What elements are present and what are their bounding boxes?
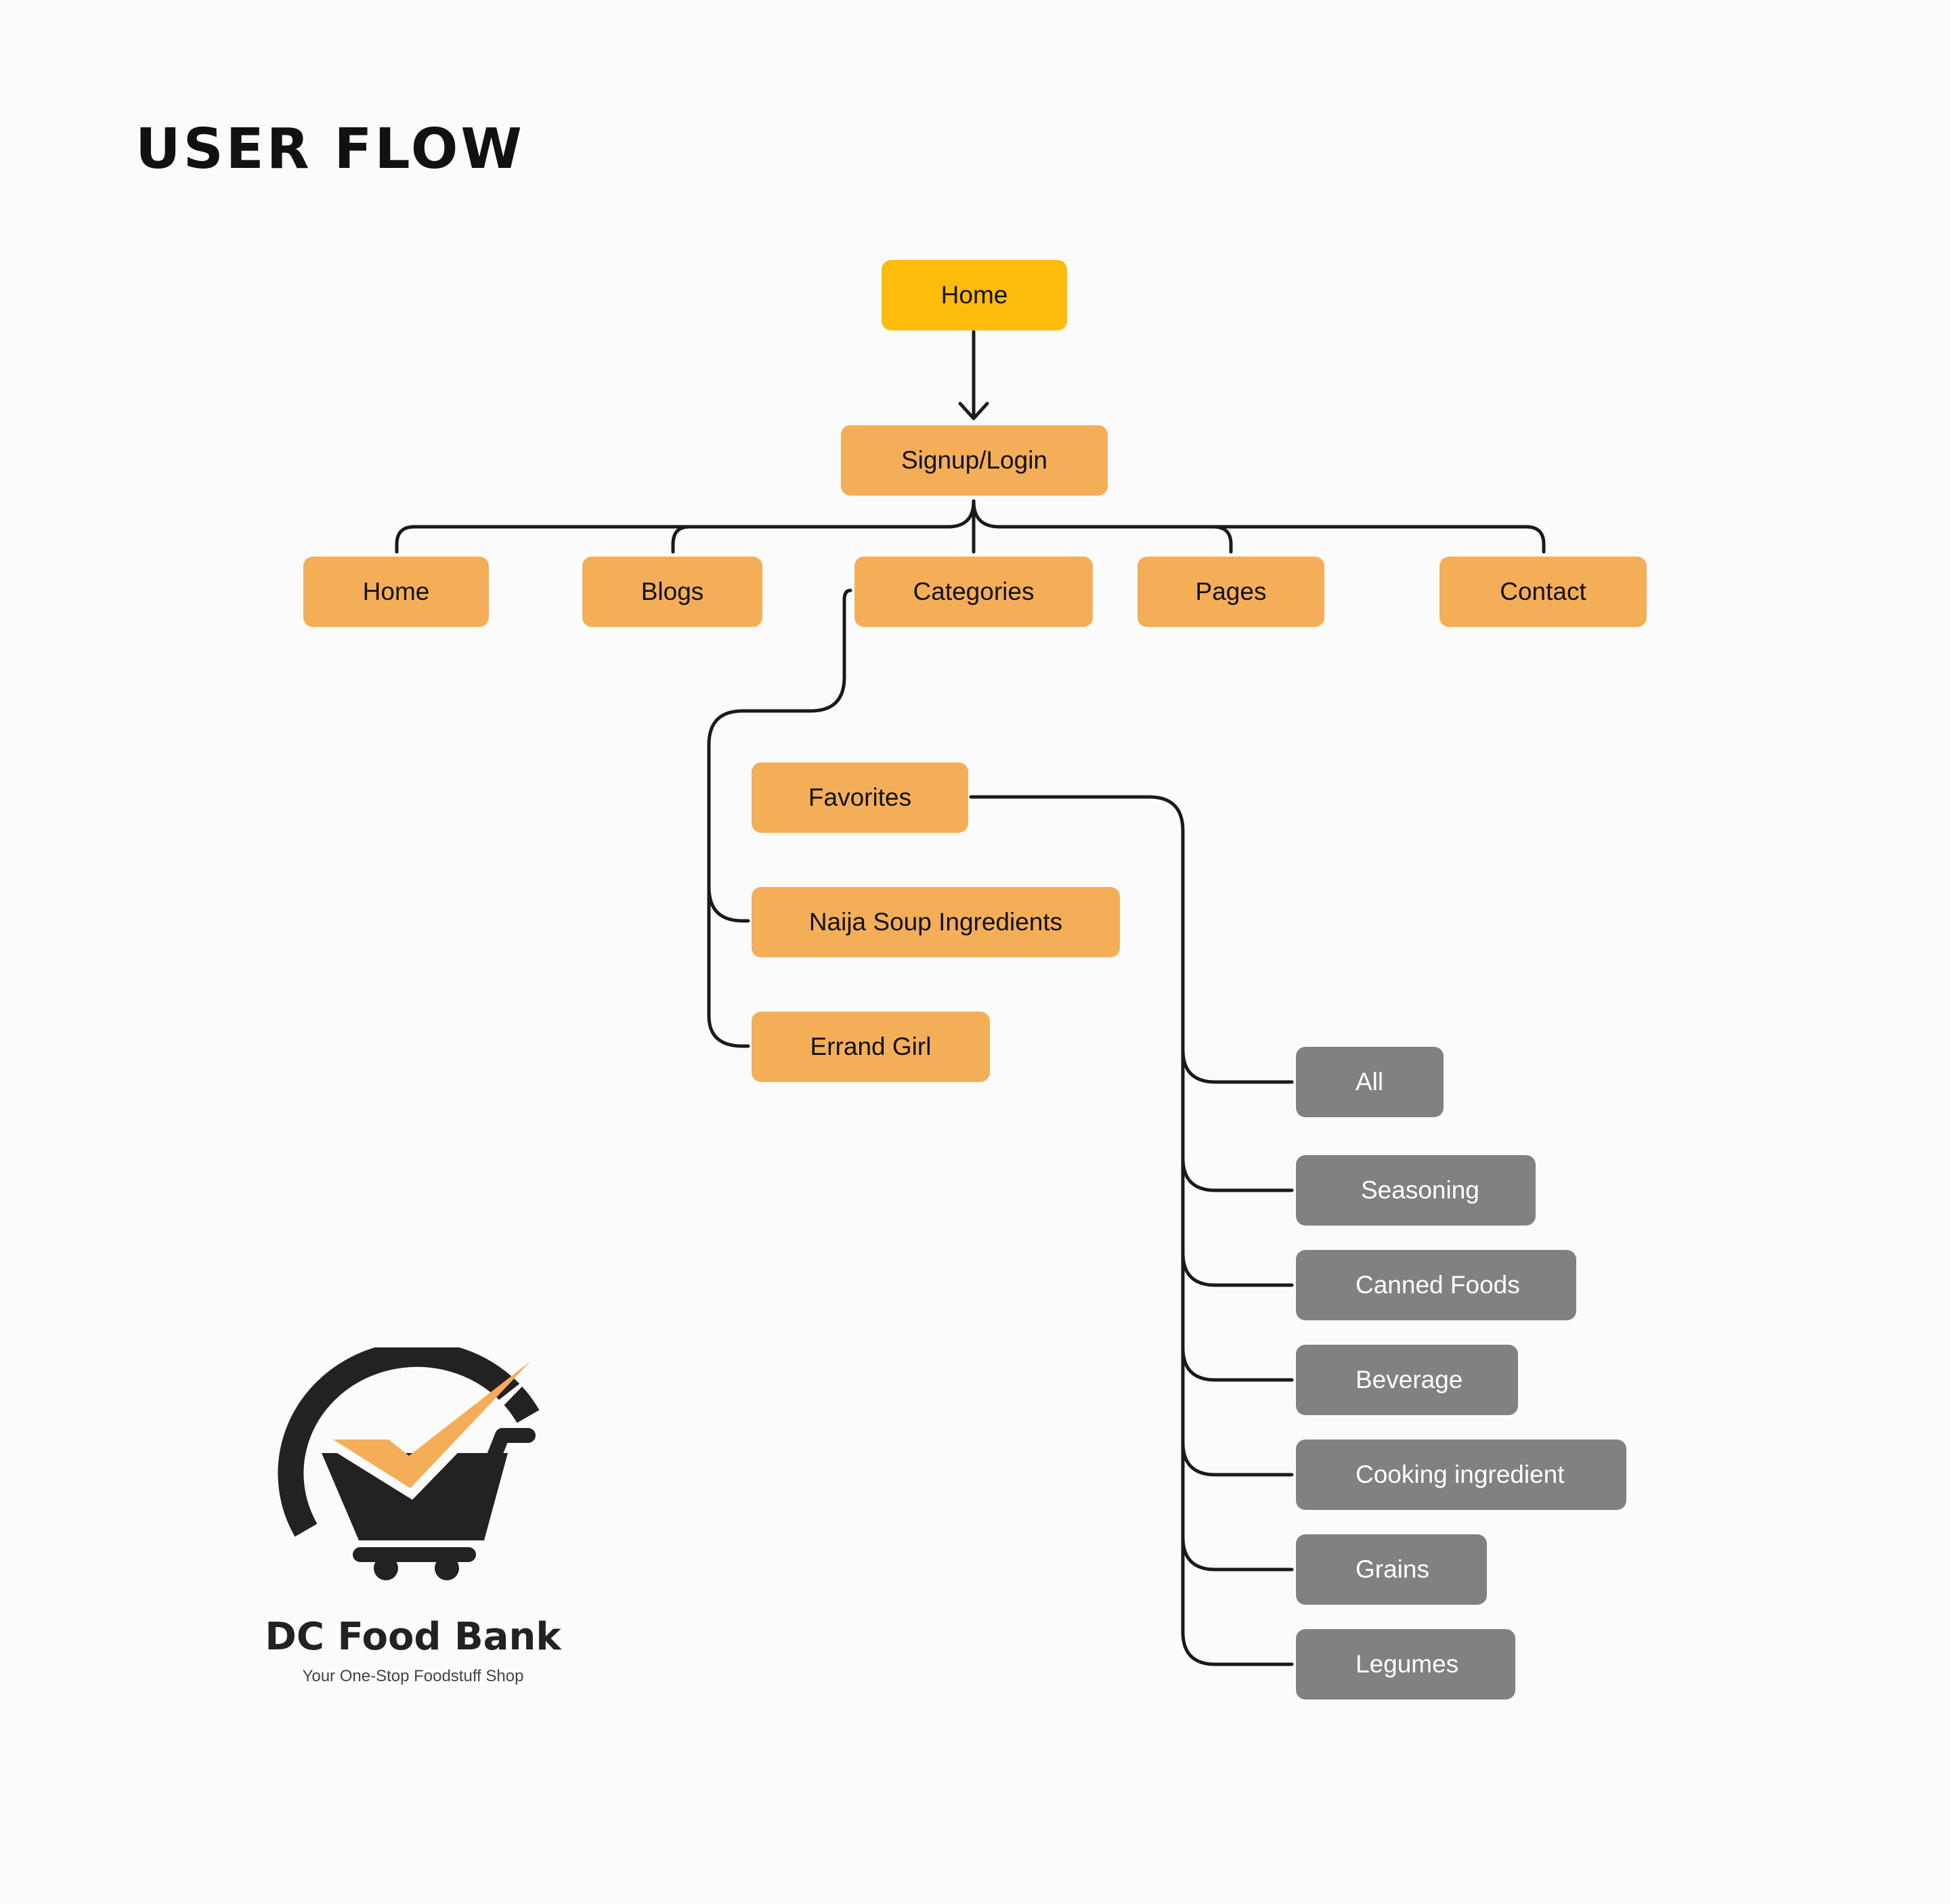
brand-name: DC Food Bank	[265, 1615, 561, 1659]
leaf-legumes-node[interactable]: Legumes	[1296, 1629, 1515, 1700]
favorites-node[interactable]: Favorites	[752, 762, 968, 833]
nav-blogs-node[interactable]: Blogs	[582, 557, 762, 627]
errand-girl-node[interactable]: Errand Girl	[752, 1012, 990, 1082]
leaf-canned-foods-node[interactable]: Canned Foods	[1296, 1250, 1576, 1320]
leaf-all-node[interactable]: All	[1296, 1047, 1444, 1117]
connector-categories-to-items	[707, 588, 852, 1048]
nav-contact-node[interactable]: Contact	[1439, 557, 1647, 627]
signup-login-node[interactable]: Signup/Login	[841, 425, 1108, 496]
nav-home-node[interactable]: Home	[303, 557, 489, 627]
leaf-beverage-node[interactable]: Beverage	[1296, 1345, 1518, 1415]
page-title: USER FLOW	[135, 117, 525, 181]
cart-checkmark-logo	[278, 1347, 542, 1580]
leaf-cooking-ingredient-node[interactable]: Cooking ingredient	[1296, 1440, 1626, 1510]
connector-favorites-to-leaves	[969, 795, 1294, 1666]
arrow-home-to-login	[958, 330, 989, 420]
nav-categories-node[interactable]: Categories	[854, 557, 1093, 627]
leaf-seasoning-node[interactable]: Seasoning	[1296, 1155, 1536, 1226]
home-root-node[interactable]: Home	[882, 260, 1067, 330]
connector-login-to-nav	[395, 499, 1546, 554]
brand-tagline: Your One-Stop Foodstuff Shop	[302, 1667, 524, 1685]
leaf-grains-node[interactable]: Grains	[1296, 1534, 1487, 1605]
naija-soup-ingredients-node[interactable]: Naija Soup Ingredients	[752, 887, 1120, 957]
nav-pages-node[interactable]: Pages	[1138, 557, 1324, 627]
